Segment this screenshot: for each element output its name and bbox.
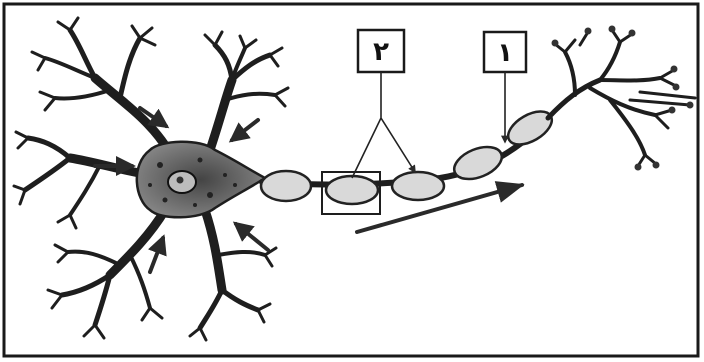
label-2-text: ٢ — [373, 37, 389, 67]
myelin-segment — [326, 176, 378, 204]
myelin-segment — [450, 141, 507, 186]
axon-terminals — [548, 26, 695, 171]
label-1: ١ — [484, 32, 526, 72]
myelin-segment — [503, 105, 558, 152]
dendrite-lower-left — [48, 210, 165, 338]
label-2-leader — [352, 72, 415, 178]
label-2: ٢ — [358, 30, 404, 72]
dendrite-upper-left — [32, 18, 168, 150]
dendrite-lower-right — [190, 210, 276, 340]
myelin-segment — [392, 172, 444, 200]
dendrite-upper-right — [205, 32, 288, 150]
myelin-segment — [261, 171, 311, 201]
label-1-text: ١ — [497, 38, 513, 68]
dendrite-left — [14, 132, 150, 228]
cell-body — [137, 142, 265, 218]
nucleolus — [177, 177, 184, 184]
